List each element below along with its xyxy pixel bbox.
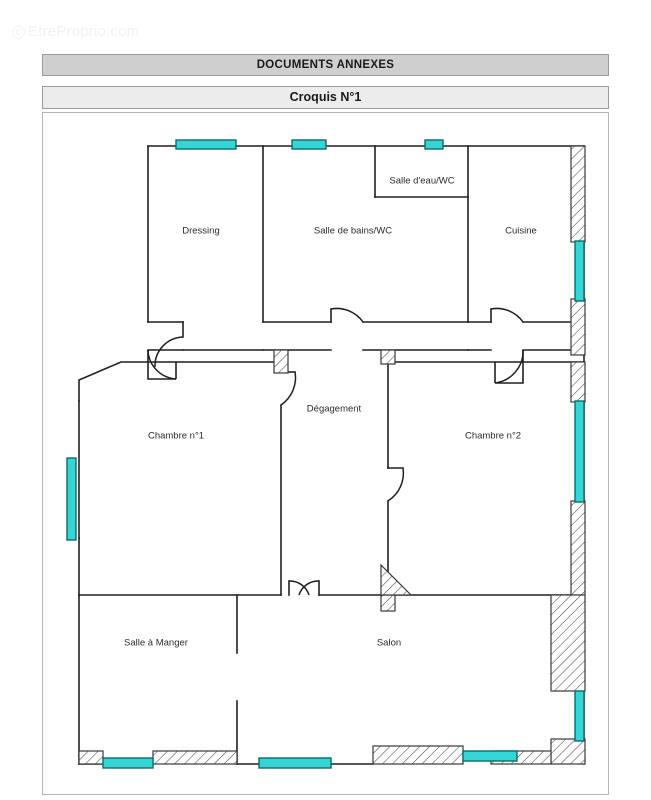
room-label-chambre-n2: Chambre n°2 [465, 431, 521, 442]
floorplan-drawing: Dressing Salle de bains/WC Salle d'eau/W… [66, 139, 586, 769]
windows [66, 139, 585, 769]
room-label-dressing: Dressing [182, 226, 220, 237]
room-labels: Dressing Salle de bains/WC Salle d'eau/W… [124, 176, 537, 649]
hatch-right-pier-2 [570, 298, 586, 356]
window-chambre1-west [66, 457, 77, 541]
door-arc-cuisine [490, 307, 524, 323]
hatch-pier-corridor-right [380, 349, 396, 365]
corridor-west-jamb [147, 350, 176, 380]
hatch-bottom-sam-b [152, 750, 238, 765]
room-label-salle-de-bains-wc: Salle de bains/WC [314, 226, 392, 237]
door-arc-salle-de-bains [330, 307, 364, 323]
room-label-salle-deau-wc: Salle d'eau/WC [389, 176, 454, 187]
window-salledeau-north [424, 139, 444, 150]
door-arc-dressing [154, 336, 184, 368]
hatch-pier-corridor-left [273, 349, 289, 374]
corridor-outline [147, 350, 524, 384]
room-label-salle-a-manger: Salle à Manger [124, 638, 188, 649]
door-arc-deg-double-left [288, 580, 310, 596]
window-salon-south [462, 750, 518, 762]
room-label-degagement: Dégagement [307, 404, 362, 415]
room-label-chambre-n1: Chambre n°1 [148, 431, 204, 442]
documents-annexes-banner: DOCUMENTS ANNEXES [42, 54, 609, 76]
wall-chambre1-north [78, 361, 282, 402]
window-dressing-north [175, 139, 237, 150]
hatch-bottom-salon-seg [372, 745, 464, 765]
hatch-right-pier-1 [570, 145, 586, 243]
room-label-cuisine: Cuisine [505, 226, 537, 237]
hatch-right-pier-3 [570, 361, 586, 403]
watermark-text: EtreProprio.com [28, 23, 140, 40]
copyright-icon: C [12, 26, 25, 39]
door-swings [147, 307, 524, 596]
window-sam-south-a [102, 757, 154, 769]
door-arc-corridor-east [494, 349, 524, 384]
hatch-salon-upper-right [550, 594, 586, 692]
door-arc-deg-double-right [298, 580, 320, 596]
wall-lines [78, 145, 585, 765]
door-arc-chambre2 [387, 467, 405, 502]
hatch-right-pier-4 [570, 500, 586, 596]
hatch-pier-deg-bottom [380, 594, 396, 612]
window-cuisine-east [574, 240, 585, 302]
window-sam-south-b [258, 757, 332, 769]
window-sdb-north [291, 139, 327, 150]
croquis-title-banner: Croquis N°1 [42, 86, 609, 109]
door-arc-corridor-west [147, 349, 177, 380]
window-chambre2-east [574, 400, 585, 503]
room-label-salon: Salon [377, 638, 401, 649]
hatched-wall-blocks [78, 145, 586, 765]
floorplan-frame: Dressing Salle de bains/WC Salle d'eau/W… [42, 112, 609, 795]
hatch-salon-lower-right-a [550, 738, 586, 765]
hatch-angled-pier-chambre2 [380, 563, 413, 596]
door-arc-chambre1 [280, 371, 297, 406]
corridor-east-jamb [495, 350, 524, 384]
window-salon-east [574, 690, 585, 742]
hatch-bottom-sam-a [78, 750, 104, 765]
